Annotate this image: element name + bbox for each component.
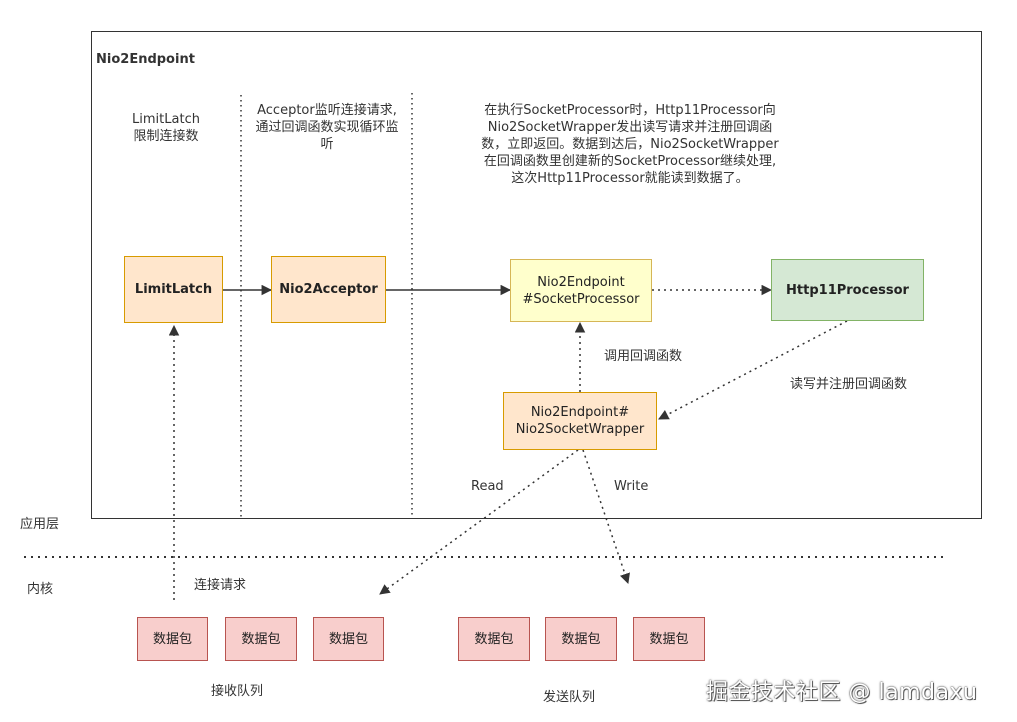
- limit-latch-node[interactable]: LimitLatch: [124, 256, 223, 323]
- edge-read: [379, 449, 579, 595]
- acceptor-note: Acceptor监听连接请求, 通过回调函数实现循环监 听: [255, 103, 399, 152]
- socket-wrapper-node[interactable]: Nio2Endpoint# Nio2SocketWrapper: [503, 392, 657, 450]
- nio2-acceptor-node[interactable]: Nio2Acceptor: [271, 256, 386, 323]
- connect-request-label: 连接请求: [194, 578, 247, 593]
- receive-packet[interactable]: 数据包: [313, 617, 384, 661]
- receive-packet[interactable]: 数据包: [225, 617, 297, 661]
- send-packet[interactable]: 数据包: [458, 617, 530, 661]
- send-packet[interactable]: 数据包: [545, 617, 617, 661]
- send-queue-label: 发送队列: [543, 690, 596, 705]
- processor-note: 在执行SocketProcessor时，Http11Processor向 Nio…: [481, 103, 779, 186]
- http11-processor-node[interactable]: Http11Processor: [771, 259, 924, 321]
- call-callback-label: 调用回调函数: [604, 349, 683, 364]
- receive-queue-label: 接收队列: [211, 684, 264, 699]
- read-write-register-label: 读写并注册回调函数: [790, 377, 908, 392]
- send-packet[interactable]: 数据包: [633, 617, 705, 661]
- watermark: 掘金技术社区 @ lamdaxu: [706, 680, 978, 705]
- endpoint-container: [91, 31, 982, 519]
- container-title: Nio2Endpoint: [96, 52, 195, 67]
- latch-note: LimitLatch 限制连接数: [132, 112, 200, 144]
- read-label: Read: [471, 479, 504, 494]
- kernel-layer-label: 内核: [27, 582, 54, 597]
- write-label: Write: [614, 479, 649, 494]
- socket-processor-node[interactable]: Nio2Endpoint #SocketProcessor: [510, 259, 652, 322]
- app-layer-label: 应用层: [20, 517, 60, 532]
- receive-packet[interactable]: 数据包: [137, 617, 208, 661]
